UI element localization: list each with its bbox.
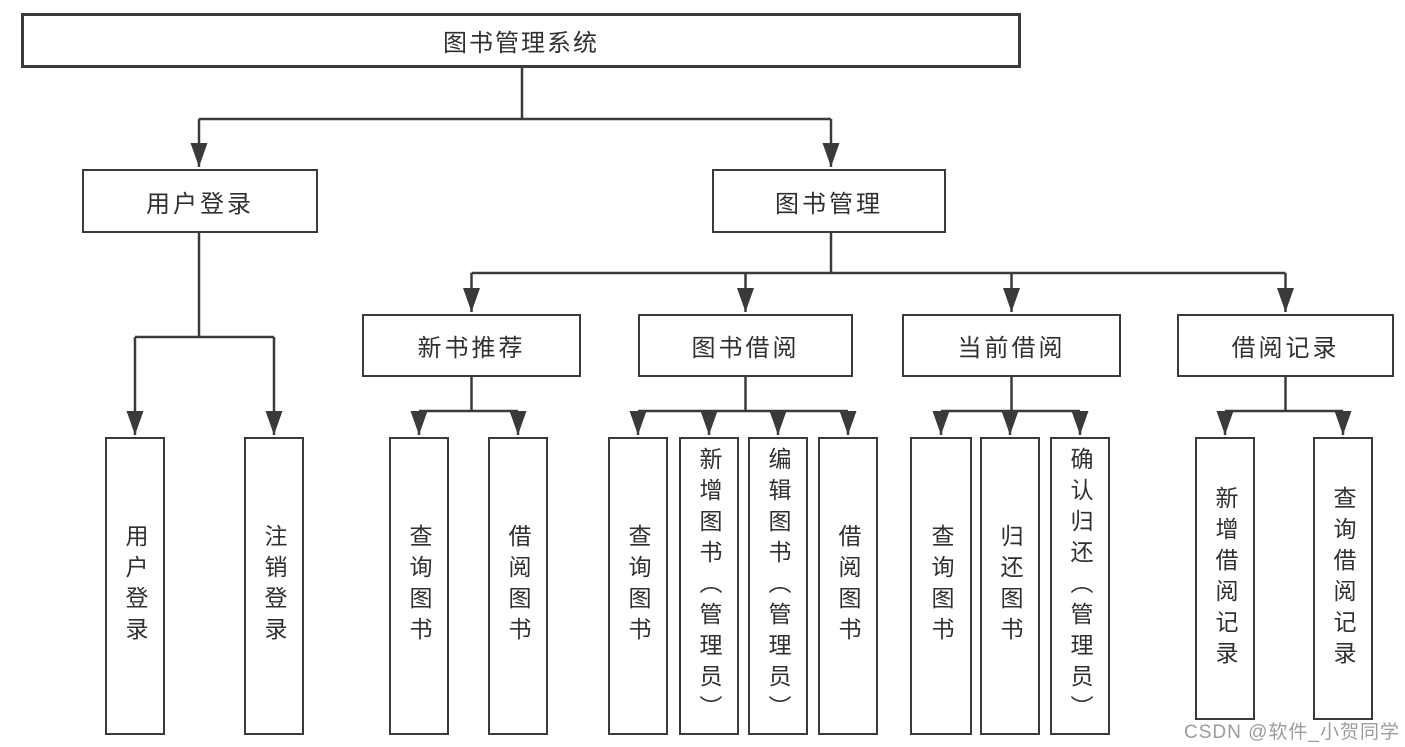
leaf-query-borrow-record: 查询借阅记录	[1313, 437, 1373, 720]
watermark: CSDN @软件_小贺同学	[1184, 722, 1400, 743]
node-book-management: 图书管理	[712, 169, 946, 233]
leaf-confirm-return-admin: 确认归还（管理员）	[1050, 437, 1110, 735]
leaf-borrow-books-recommend: 借阅图书	[488, 437, 548, 735]
node-new-book-recommend: 新书推荐	[362, 314, 581, 377]
leaf-borrow-books: 借阅图书	[818, 437, 878, 735]
node-borrowing-records: 借阅记录	[1177, 314, 1394, 377]
node-library-system: 图书管理系统	[21, 13, 1021, 68]
node-user-login: 用户登录	[82, 169, 318, 233]
leaf-user-login: 用户登录	[105, 437, 165, 735]
node-book-borrowing: 图书借阅	[638, 314, 853, 377]
leaf-query-books-current: 查询图书	[910, 437, 972, 735]
leaf-return-books: 归还图书	[980, 437, 1040, 735]
leaf-add-borrow-record: 新增借阅记录	[1195, 437, 1255, 720]
node-current-borrowing: 当前借阅	[902, 314, 1121, 377]
leaf-query-books-recommend: 查询图书	[389, 437, 449, 735]
leaf-logout-login: 注销登录	[244, 437, 304, 735]
leaf-query-books-borrow: 查询图书	[608, 437, 668, 735]
leaf-add-books-admin: 新增图书（管理员）	[679, 437, 739, 735]
leaf-edit-books-admin: 编辑图书（管理员）	[748, 437, 808, 735]
